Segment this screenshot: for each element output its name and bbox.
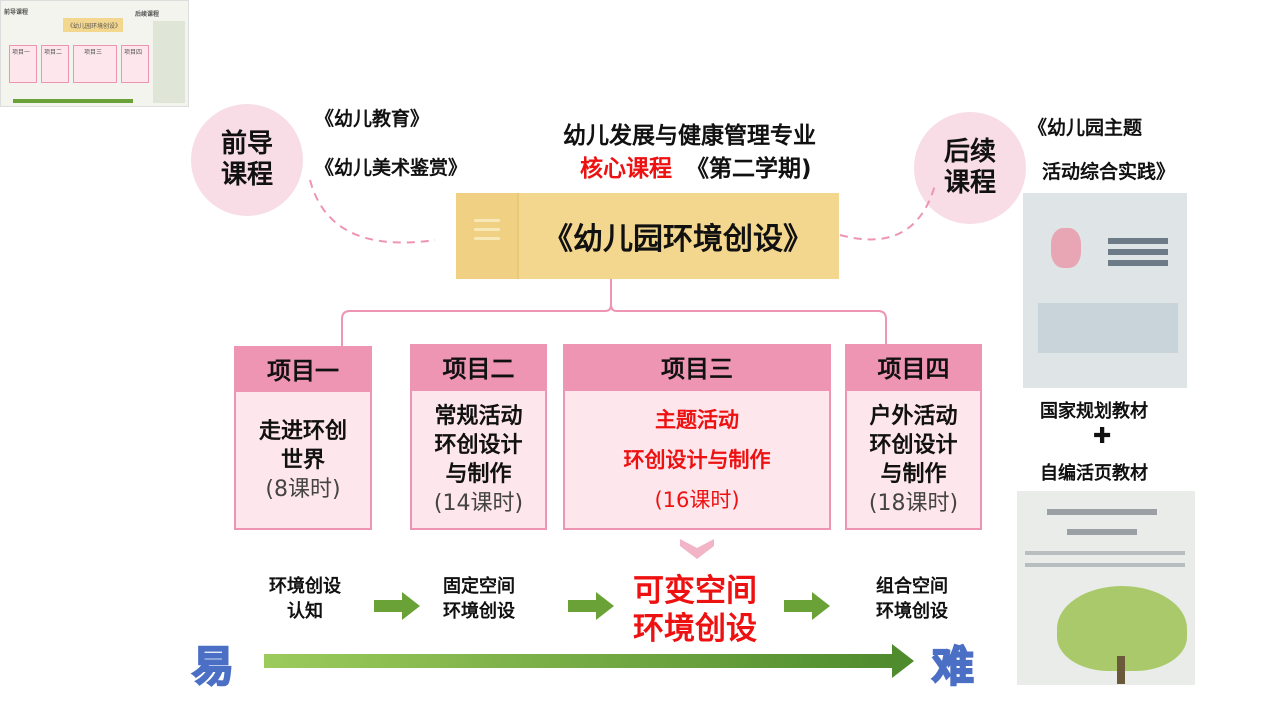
main-course-title: 《幼儿园环境创设》 [543,222,813,257]
custom-textbook-cover [1017,491,1195,685]
thumb-progress-arrow [13,99,133,103]
project-1-title: 走进环创 世界 [258,418,347,473]
cover-illustration [1038,303,1178,353]
project-3-body: 主题活动 环创设计与制作 (16课时) [563,389,831,530]
core-course-label: 核心课程 [580,156,672,182]
plus-icon: ✚ [1093,424,1112,449]
arrow-right-icon [568,592,614,620]
followup-label: 后续 课程 [943,137,996,198]
thumb-next-label: 后续课程 [135,11,160,18]
project-3-header: 项目三 [563,344,831,389]
national-textbook-cover [1023,193,1187,388]
followup-book-line1: 《幼儿园主题 [1028,117,1143,139]
project-4-hours: (18课时) [868,490,959,516]
course-title-line1: 幼儿发展与健康管理专业 [563,123,816,149]
cover-figure [1051,228,1081,268]
thumb-main-box [63,18,123,32]
prerequisite-book-2: 《幼儿美术鉴赏》 [315,157,468,179]
cover-title-bar [1108,260,1168,266]
chevron-down-icon [680,539,714,559]
thumb-prev-label: 前导课程 [4,9,29,16]
project-1-header: 项目一 [234,346,372,390]
project-4-body: 户外活动 环创设计 与制作 (18课时) [845,389,982,530]
thumb-project-4: 项目四 [121,45,149,83]
cover-text-line [1047,509,1157,515]
thumb-project-3: 项目三 [73,45,117,83]
cover-title-bar [1108,249,1168,255]
followup-connector [839,184,936,241]
project-4-title: 户外活动 环创设计 与制作 [869,403,958,487]
document-icon [456,193,519,279]
stage-1: 环境创设 认知 [269,576,341,622]
followup-book-line2: 活动综合实践》 [1042,161,1176,183]
project-3-title-line2: 环创设计与制作 [623,447,771,472]
prerequisite-connector [309,179,436,244]
project-2-title: 常规活动 环创设计 与制作 [434,403,523,487]
prerequisite-label: 前导 课程 [220,129,273,190]
main-course-box: 《幼儿园环境创设》 [456,193,839,279]
prerequisite-book-1: 《幼儿教育》 [315,108,430,130]
followup-circle: 后续 课程 [914,112,1026,224]
stage-3-highlight: 可变空间 环境创设 [633,573,757,647]
prerequisite-circle: 前导 课程 [191,104,303,216]
project-connector-tree [341,279,887,346]
difficulty-progress-arrow [264,644,914,678]
arrow-right-icon [374,592,420,620]
easy-label: 易 [191,641,235,692]
stage-4: 组合空间 环境创设 [876,576,948,622]
stage-2: 固定空间 环境创设 [443,576,515,622]
thumb-project-2: 项目二 [41,45,69,83]
slide-thumbnail[interactable]: 前导课程 后续课程 《幼儿园环境创设》 项目一 项目二 项目三 项目四 [0,0,189,107]
thumb-center-title: 《幼儿园环境创设》 [67,23,122,30]
custom-textbook-label: 自编活页教材 [1040,463,1148,484]
project-4-header: 项目四 [845,344,982,389]
tree-trunk [1117,656,1125,684]
project-3-hours: (16课时) [654,487,740,512]
project-2-body: 常规活动 环创设计 与制作 (14课时) [410,389,547,530]
project-3-title-line1: 主题活动 [655,407,739,432]
cover-title-bar [1108,238,1168,244]
course-title-line2: 核心课程 《第二学期) [580,149,812,183]
national-textbook-label: 国家规划教材 [1040,401,1148,422]
project-1-hours: (8课时) [265,476,341,502]
cover-text-line [1025,563,1185,567]
thumb-book-image [153,21,185,103]
semester-label: 《第二学期) [686,156,812,182]
project-2-hours: (14课时) [433,490,524,516]
cover-text-line [1025,551,1185,555]
arrow-right-icon [784,592,830,620]
hard-label: 难 [931,641,975,692]
project-2-header: 项目二 [410,344,547,389]
thumb-project-1: 项目一 [9,45,37,83]
project-1-body: 走进环创 世界 (8课时) [234,390,372,530]
cover-text-line [1067,529,1137,535]
